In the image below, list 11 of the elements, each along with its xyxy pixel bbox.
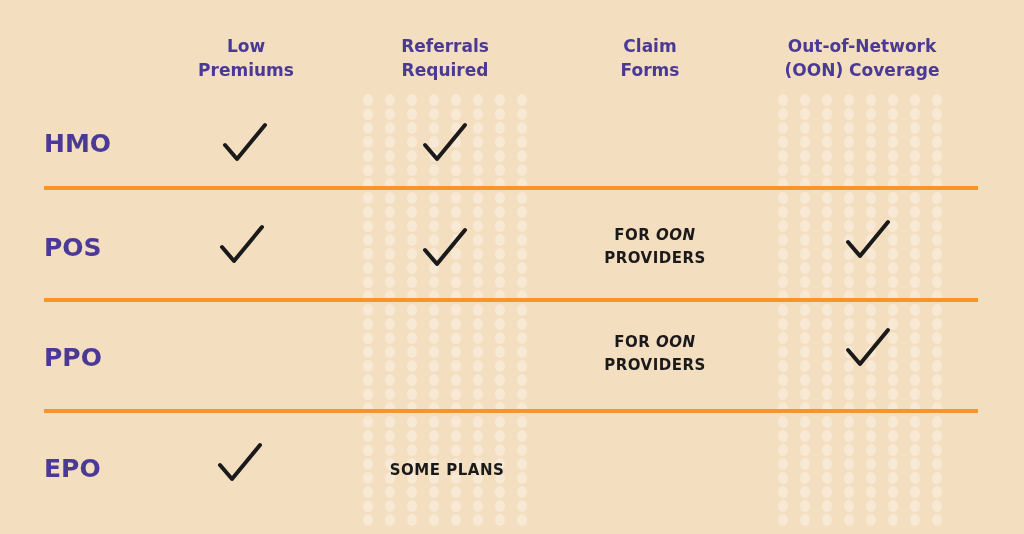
column-header: Claim Forms xyxy=(619,35,681,82)
row-header: EPO xyxy=(44,453,101,483)
column-header: Out-of-Network (OON) Coverage xyxy=(783,35,941,82)
row-header: PPO xyxy=(44,342,102,372)
cell-text: FOR OON PROVIDERS xyxy=(603,332,707,376)
cell-text: SOME PLANS xyxy=(388,459,506,481)
cell-text: FOR OON PROVIDERS xyxy=(603,225,707,269)
row-header: POS xyxy=(44,232,102,262)
row-header: HMO xyxy=(44,128,112,158)
column-header: Low Premiums xyxy=(197,35,295,82)
column-header: Referrals Required xyxy=(400,35,490,82)
